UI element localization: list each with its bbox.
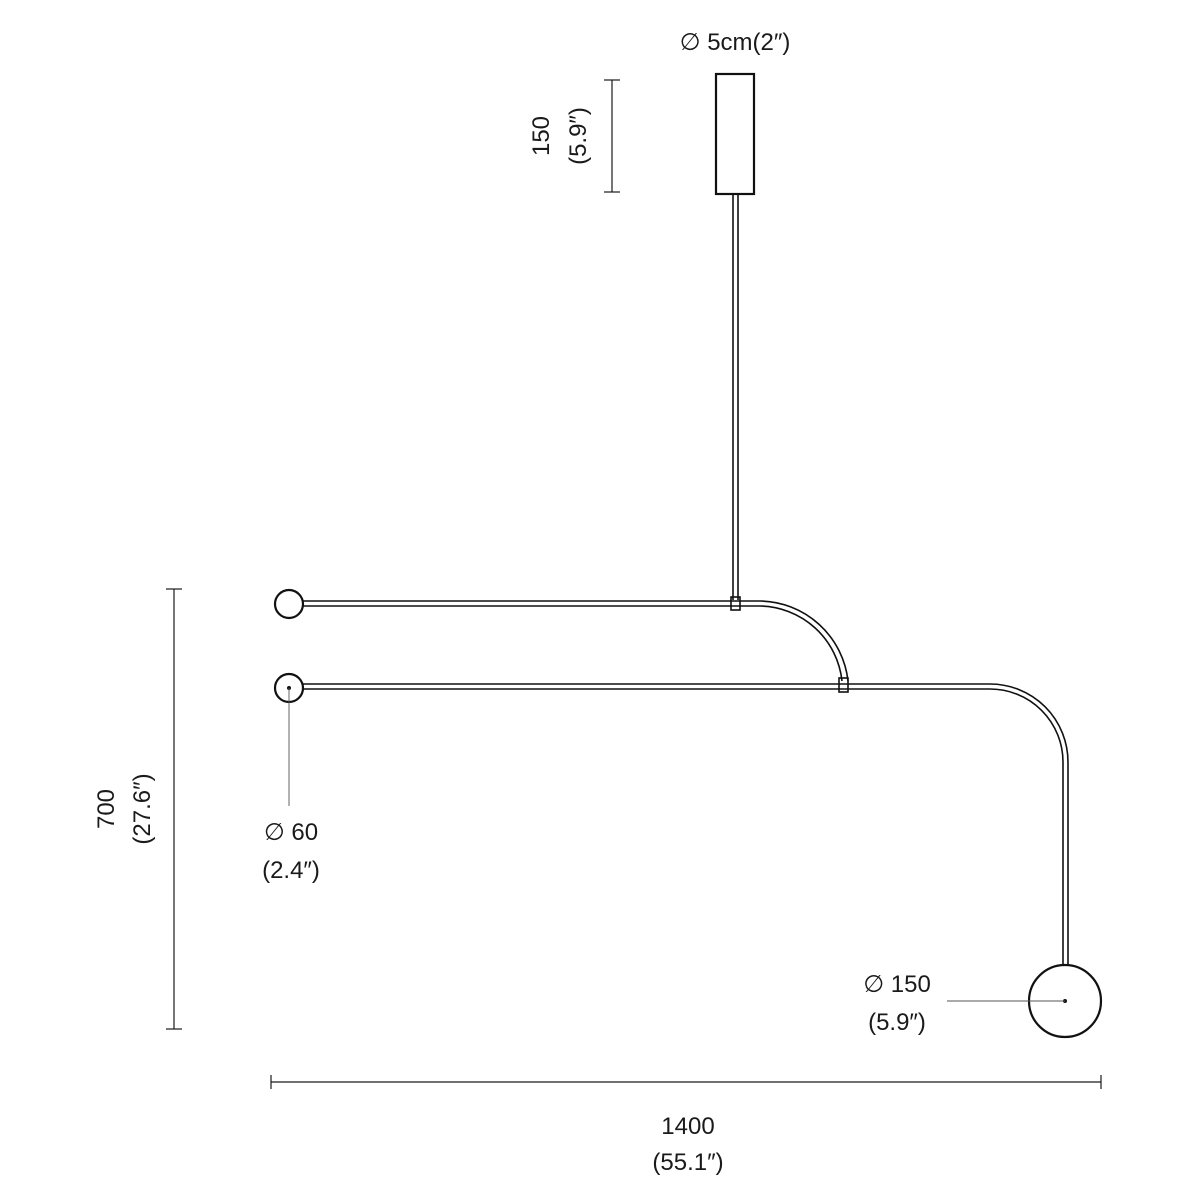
upper-small-globe [273,588,305,620]
overall-height-dimension: 700 (27.6″) [93,588,182,1030]
overall-height-in-label: (27.6″) [129,773,156,844]
overall-width-dimension: 1400 (55.1″) [270,1075,1102,1176]
canopy: ∅ 5cm(2″) [680,29,791,196]
small-globe-in-label: (2.4″) [262,857,320,884]
canopy-body [714,72,756,196]
lower-arm [273,672,1103,1039]
upper-joint [730,596,741,611]
suspension-rod [732,194,739,600]
small-globe-callout: ∅ 60 (2.4″) [262,686,320,884]
large-globe-callout: ∅ 150 (5.9″) [863,971,1067,1036]
overall-height-mm-label: 700 [93,789,120,829]
canopy-height-mm-label: 150 [528,116,555,156]
overall-width-mm-label: 1400 [661,1113,714,1140]
small-globe-diameter-label: ∅ 60 [264,819,318,846]
canopy-diameter-label: ∅ 5cm(2″) [680,29,791,56]
canopy-height-in-label: (5.9″) [565,107,592,165]
large-globe-diameter-label: ∅ 150 [863,971,931,998]
large-globe-in-label: (5.9″) [868,1009,926,1036]
overall-width-in-label: (55.1″) [652,1149,723,1176]
canopy-height-dimension: 150 (5.9″) [528,79,620,193]
lower-joint [838,677,849,693]
upper-arm [273,588,849,682]
